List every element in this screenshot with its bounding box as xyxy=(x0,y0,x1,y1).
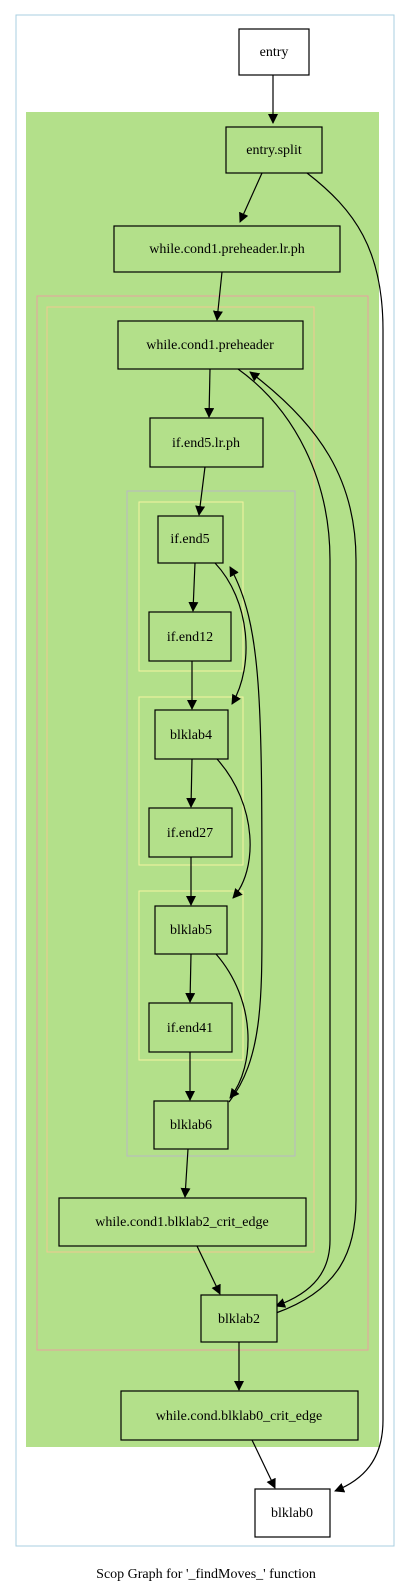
svg-text:entry: entry xyxy=(260,45,289,60)
node-blklab4: blklab4 xyxy=(154,709,229,760)
edge-blklab2-preheader xyxy=(249,371,357,1314)
edge-crit-edge-blklab2 xyxy=(196,1245,221,1295)
node-while-cond1-preheader: while.cond1.preheader xyxy=(117,320,304,370)
svg-text:blklab6: blklab6 xyxy=(170,1118,212,1133)
node-blklab5: blklab5 xyxy=(154,905,228,955)
svg-text:while.cond1.preheader.lr.ph: while.cond1.preheader.lr.ph xyxy=(149,242,305,257)
region-loop-outer xyxy=(36,295,369,1351)
region-if-end5 xyxy=(138,501,244,672)
svg-text:blklab2: blklab2 xyxy=(218,1312,260,1327)
svg-text:blklab0: blklab0 xyxy=(271,1506,313,1521)
node-while-cond-blklab0-crit-edge: while.cond.blklab0_crit_edge xyxy=(120,1390,359,1441)
edges xyxy=(180,75,384,1493)
edge-preheader-blklab2 xyxy=(237,368,331,1308)
edge-if-end5-blklab4 xyxy=(214,562,247,705)
graph-border xyxy=(15,14,395,1547)
svg-text:if.end41: if.end41 xyxy=(167,1021,213,1036)
node-if-end5-lr-ph: if.end5.lr.ph xyxy=(149,417,264,468)
edge-blklab5-blklab6 xyxy=(215,953,249,1099)
node-entry-split: entry.split xyxy=(225,126,323,174)
edge-if-end5-lr-ph-if-end5 xyxy=(195,466,206,516)
edge-if-end5-if-end12 xyxy=(188,562,199,612)
node-if-end12: if.end12 xyxy=(148,611,232,662)
node-entry: entry xyxy=(238,28,310,76)
region-if-chain xyxy=(126,490,296,1157)
svg-text:if.end12: if.end12 xyxy=(167,630,213,645)
svg-text:blklab4: blklab4 xyxy=(170,728,212,743)
region-loop-inner xyxy=(46,306,315,1253)
edge-blklab4-if-end27 xyxy=(186,758,197,808)
svg-text:while.cond1.blklab2_crit_edge: while.cond1.blklab2_crit_edge xyxy=(95,1215,268,1230)
svg-text:while.cond1.preheader: while.cond1.preheader xyxy=(146,338,274,353)
edge-preheader-if-end5-lr-ph xyxy=(204,368,215,418)
edge-entry-split-blklab0 xyxy=(306,172,384,1493)
node-blklab2: blklab2 xyxy=(200,1294,278,1343)
svg-text:if.end27: if.end27 xyxy=(167,826,213,841)
edge-blklab6-if-end5 xyxy=(228,566,263,1103)
node-if-end5: if.end5 xyxy=(157,515,224,564)
edge-lr-ph-preheader xyxy=(212,271,223,321)
graph-caption: Scop Graph for '_findMoves_' function xyxy=(96,1567,316,1582)
svg-text:if.end5: if.end5 xyxy=(170,532,209,547)
svg-text:entry.split: entry.split xyxy=(246,143,302,158)
node-blklab0: blklab0 xyxy=(254,1488,331,1538)
svg-text:if.end5.lr.ph: if.end5.lr.ph xyxy=(172,436,240,451)
edge-blklab4-blklab5 xyxy=(216,758,251,899)
svg-text:while.cond.blklab0_crit_edge: while.cond.blklab0_crit_edge xyxy=(156,1409,322,1424)
svg-text:blklab5: blklab5 xyxy=(170,923,212,938)
node-while-cond1-preheader-lr-ph: while.cond1.preheader.lr.ph xyxy=(113,225,341,273)
node-if-end27: if.end27 xyxy=(148,807,233,858)
edge-entry-split-lr-ph xyxy=(239,172,263,223)
node-while-cond1-blklab2-crit-edge: while.cond1.blklab2_crit_edge xyxy=(58,1197,307,1247)
scop-region xyxy=(26,112,379,1447)
edge-while-cond-crit-edge-blklab0 xyxy=(251,1439,276,1489)
edge-blklab6-crit-edge xyxy=(180,1148,191,1198)
node-blklab6: blklab6 xyxy=(153,1100,229,1150)
edge-blklab5-if-end41 xyxy=(185,953,196,1003)
node-if-end41: if.end41 xyxy=(148,1002,233,1053)
